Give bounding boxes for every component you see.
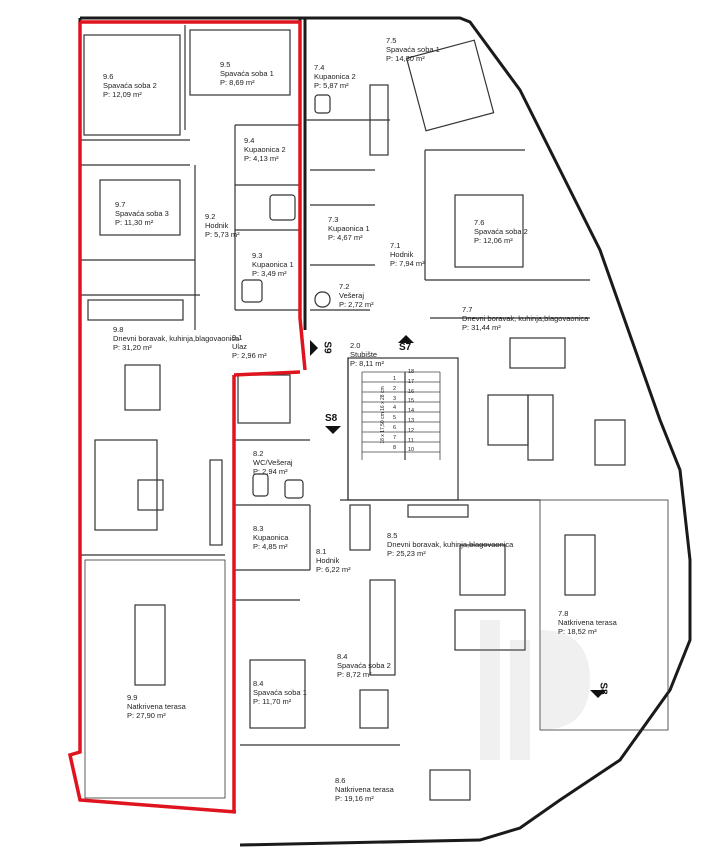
- s9-arrow-icon: [310, 340, 318, 356]
- stair-step: 10: [408, 447, 415, 454]
- stair-step: 15: [408, 398, 415, 405]
- watermark-icon: [480, 620, 590, 760]
- stair-step: 14: [408, 408, 415, 415]
- s7-arrow-icon: [398, 335, 414, 343]
- stair-step: 1: [393, 376, 397, 382]
- stair-step: 11: [408, 437, 414, 444]
- stair-numbers-right: 18 17 16 15 14 13 12 11 10: [408, 368, 414, 456]
- stair-spec: 18 x 17,50 cm 16 x 28 cm: [380, 386, 386, 444]
- marker-s8: S8: [325, 413, 338, 424]
- stair-step: 5: [393, 415, 397, 422]
- stair-step: 18: [408, 369, 415, 375]
- s8-arrow-icon: [325, 426, 341, 434]
- stair-step: 12: [408, 427, 415, 434]
- stair-step: 3: [393, 395, 397, 402]
- stair-step: 7: [393, 434, 397, 441]
- s8b-arrow-icon: [590, 690, 606, 698]
- marker-s9: S9: [321, 341, 333, 354]
- stair-numbers-left: 1 2 3 4 5 6 7 8: [393, 375, 396, 453]
- stair-step: 6: [393, 424, 397, 431]
- stair-step: 17: [408, 378, 415, 385]
- stair-step: 13: [408, 417, 415, 424]
- stair-step: 4: [393, 405, 397, 412]
- interior-walls: [80, 25, 669, 801]
- marker-s7: S7: [399, 342, 412, 353]
- stair-step: 2: [393, 385, 397, 392]
- stair-treads: [361, 371, 441, 460]
- highlighted-unit-outline: [67, 20, 307, 814]
- stair-step: 16: [408, 388, 415, 395]
- stair-step: 8: [393, 444, 397, 451]
